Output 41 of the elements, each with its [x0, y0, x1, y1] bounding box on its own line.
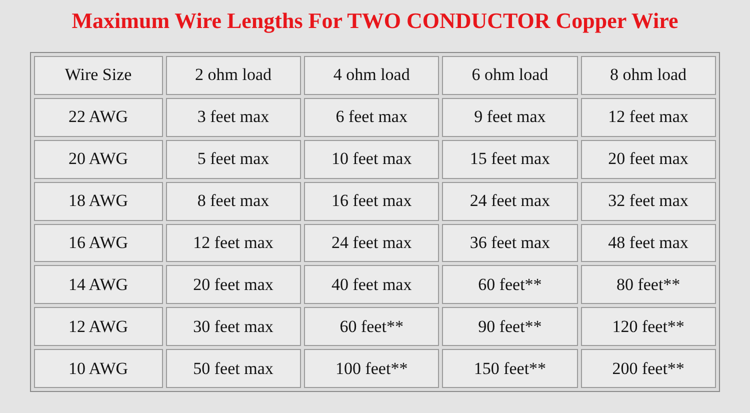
row-header: 12 AWG: [34, 307, 163, 346]
table-cell: 30 feet max: [166, 307, 301, 346]
table-cell: 50 feet max: [166, 349, 301, 388]
table-cell: 8 feet max: [166, 182, 301, 220]
table-cell: 80 feet**: [580, 265, 716, 304]
table-cell: 24 feet max: [442, 182, 578, 220]
row-header: 18 AWG: [34, 182, 163, 220]
row-header: 16 AWG: [34, 224, 163, 262]
table-cell: 200 feet**: [580, 349, 716, 388]
table-cell: 16 feet max: [304, 182, 440, 220]
table-cell: 12 feet max: [580, 98, 716, 137]
table-cell: 48 feet max: [580, 224, 716, 262]
table-cell: 90 feet**: [442, 307, 578, 346]
row-header: 22 AWG: [34, 98, 163, 137]
column-header: 2 ohm load: [166, 56, 301, 95]
table-cell: 60 feet**: [442, 265, 578, 304]
row-header: 20 AWG: [34, 140, 163, 179]
column-header: 6 ohm load: [442, 56, 578, 95]
table-cell: 3 feet max: [166, 98, 301, 137]
table-cell: 9 feet max: [442, 98, 578, 137]
table-cell: 36 feet max: [442, 224, 578, 262]
table-title: Maximum Wire Lengths For TWO CONDUCTOR Copper Wire: [70, 8, 680, 34]
row-header: 10 AWG: [34, 349, 163, 388]
column-header: 8 ohm load: [580, 56, 716, 95]
table-cell: 150 feet**: [442, 349, 578, 388]
row-header: 14 AWG: [34, 265, 163, 304]
table-cell: 120 feet**: [580, 307, 716, 346]
table-cell: 24 feet max: [304, 224, 440, 262]
table-cell: 32 feet max: [580, 182, 716, 220]
table-cell: 15 feet max: [442, 140, 578, 179]
column-header: Wire Size: [34, 56, 163, 95]
table-cell: 20 feet max: [580, 140, 716, 179]
table-cell: 10 feet max: [304, 140, 440, 179]
table-cell: 60 feet**: [304, 307, 440, 346]
table-cell: 100 feet**: [304, 349, 440, 388]
table-cell: 5 feet max: [166, 140, 301, 179]
column-header: 4 ohm load: [304, 56, 440, 95]
table-cell: 20 feet max: [166, 265, 301, 304]
table-cell: 12 feet max: [166, 224, 301, 262]
table-cell: 40 feet max: [304, 265, 440, 304]
table-cell: 6 feet max: [304, 98, 440, 137]
